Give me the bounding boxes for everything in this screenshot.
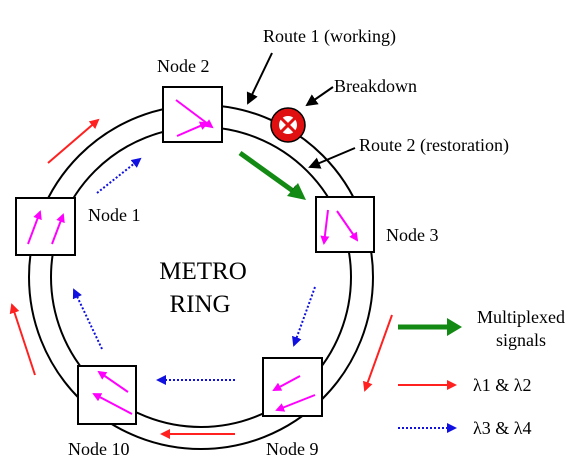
node-3-box xyxy=(315,196,375,253)
node-9-signal xyxy=(272,375,301,391)
node-1-box xyxy=(15,197,76,256)
node-3-label: Node 3 xyxy=(386,225,439,245)
node-10-box xyxy=(77,365,137,425)
pointer-arrows xyxy=(246,52,356,169)
node-10-signal xyxy=(97,370,129,393)
route1-pointer-arrow xyxy=(246,52,273,105)
node-2[interactable] xyxy=(162,86,223,143)
breakdown-label: Breakdown xyxy=(334,76,417,96)
blue-arrow-left xyxy=(72,288,103,350)
node-3-signal xyxy=(320,209,330,245)
node-1-label: Node 1 xyxy=(88,205,141,225)
node-9-signal xyxy=(275,394,316,412)
route2-pointer-arrow xyxy=(308,147,356,169)
node-10-label: Node 10 xyxy=(68,439,130,459)
node-1-signal xyxy=(51,213,65,245)
node-2-box xyxy=(162,86,223,143)
node-9-box xyxy=(262,357,323,417)
node-9-label: Node 9 xyxy=(266,439,319,459)
outer-red-arrows xyxy=(9,118,393,439)
node-10[interactable] xyxy=(77,365,137,425)
x-circle-icon xyxy=(270,107,306,143)
labels: Route 1 (working) Breakdown Route 2 (res… xyxy=(68,26,509,459)
center-title-line2: RING xyxy=(169,291,230,318)
node-3[interactable] xyxy=(315,196,375,253)
breakdown-pointer-arrow xyxy=(305,86,334,107)
legend-red-label: λ1 & λ2 xyxy=(473,375,531,395)
route2-label: Route 2 (restoration) xyxy=(359,135,509,156)
center-title-line1: METRO xyxy=(159,258,247,285)
green-restoration-arrowhead xyxy=(287,183,306,200)
blue-arrow-top-left xyxy=(96,157,142,194)
red-arrow-top-left xyxy=(47,118,100,164)
route1-label: Route 1 (working) xyxy=(263,26,396,47)
legend-blue-label: λ3 & λ4 xyxy=(473,418,531,438)
blue-arrow-right xyxy=(292,286,316,347)
green-restoration-arrow xyxy=(238,150,302,199)
node-1[interactable] xyxy=(15,197,76,256)
red-arrow-right xyxy=(363,314,393,392)
inner-blue-arrows xyxy=(72,157,316,385)
node-3-signal xyxy=(336,210,359,242)
node-1-signal xyxy=(27,210,42,245)
node-10-signal xyxy=(92,393,133,415)
red-arrow-left xyxy=(9,303,36,376)
node-9[interactable] xyxy=(262,357,323,417)
legend-multiplexed-line1: Multiplexed xyxy=(477,307,565,327)
node-2-label: Node 2 xyxy=(157,56,210,76)
node-2-signal xyxy=(176,121,209,137)
legend-green-arrowhead xyxy=(447,318,462,336)
legend-multiplexed-line2: signals xyxy=(496,330,546,350)
legend: Multiplexed signals λ1 & λ2 λ3 & λ4 xyxy=(398,307,565,438)
